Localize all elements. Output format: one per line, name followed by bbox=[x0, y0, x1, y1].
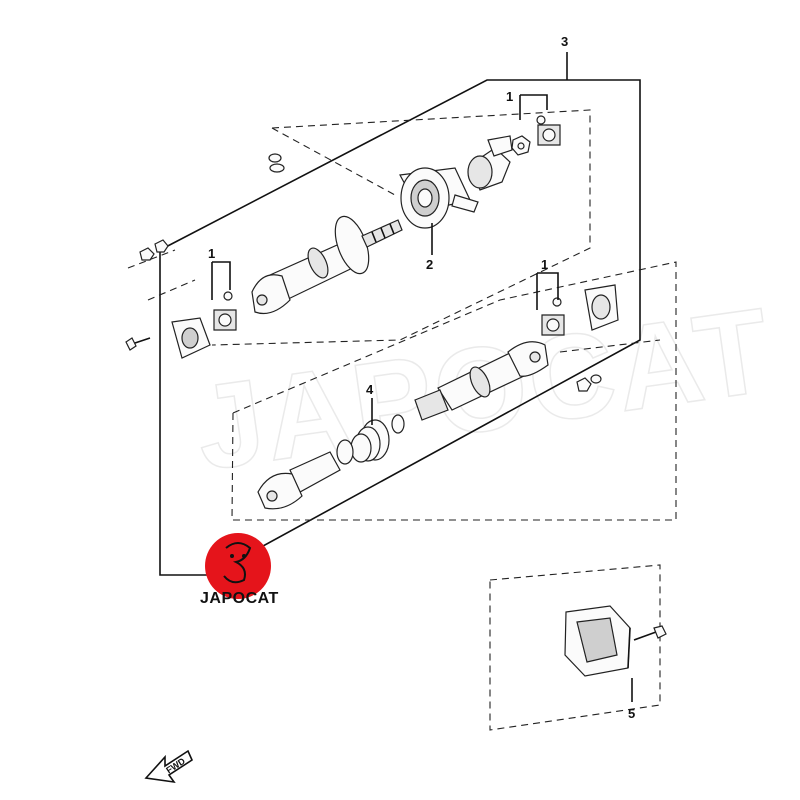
universal-joint-lower-right bbox=[541, 297, 565, 336]
front-flange-yoke bbox=[467, 135, 513, 191]
snap-rings bbox=[336, 414, 405, 465]
universal-joint-upper-right bbox=[536, 115, 561, 146]
rear-propeller-shaft bbox=[414, 341, 549, 421]
nut-upper-right bbox=[511, 135, 531, 156]
callout-4: 4 bbox=[366, 382, 374, 397]
nuts-lower-right bbox=[576, 374, 602, 392]
nuts-left bbox=[139, 239, 169, 261]
flange-left bbox=[171, 317, 211, 359]
dashed-group-flange-left bbox=[127, 249, 196, 301]
logo-text: JAPOCAT bbox=[200, 590, 279, 607]
callout-1-top: 1 bbox=[506, 89, 513, 104]
forward-direction-arrow: FWD bbox=[144, 749, 194, 784]
callout-3: 3 bbox=[561, 34, 568, 49]
universal-joint-left bbox=[213, 291, 237, 331]
callout-1-left: 1 bbox=[208, 246, 215, 261]
center-bearing bbox=[399, 167, 479, 229]
dust-boot bbox=[350, 419, 390, 463]
callout-1-right: 1 bbox=[541, 257, 548, 272]
bolt-left bbox=[125, 337, 151, 351]
dashed-group-front-shaft bbox=[211, 109, 591, 346]
mount-bracket bbox=[564, 605, 631, 677]
bracket-bolt bbox=[633, 625, 667, 641]
nut-top-left bbox=[268, 153, 285, 173]
assembly-outline bbox=[159, 52, 641, 576]
logo-badge bbox=[205, 533, 271, 599]
callout-2: 2 bbox=[426, 257, 433, 272]
callout-leaders bbox=[211, 94, 633, 702]
japocat-logo: JAPOCAT bbox=[200, 533, 279, 607]
dashed-group-rear-shaft bbox=[231, 261, 677, 521]
slip-yoke bbox=[257, 451, 341, 510]
dashed-group-bracket bbox=[489, 564, 661, 731]
callout-5: 5 bbox=[628, 706, 635, 721]
flange-lower-right bbox=[584, 284, 619, 331]
front-propeller-shaft bbox=[251, 215, 403, 315]
